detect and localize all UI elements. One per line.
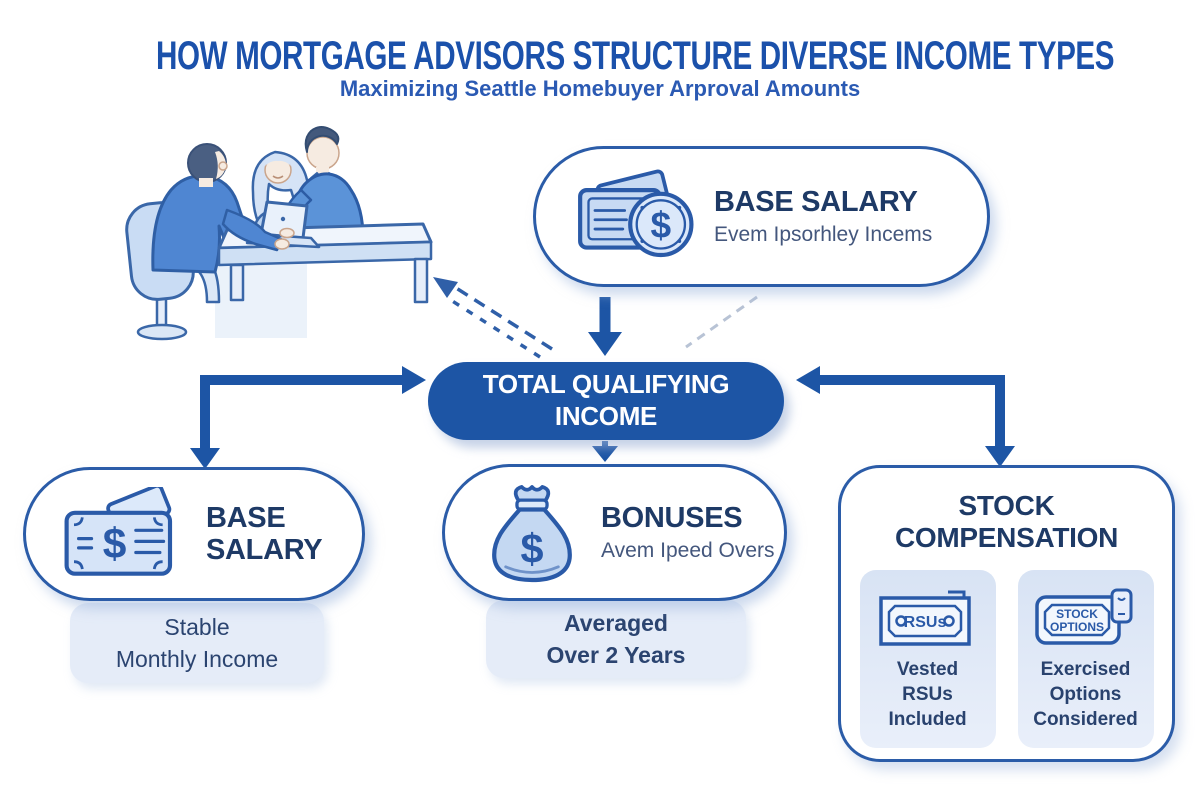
- bonuses-caption-line1: Averaged: [564, 609, 668, 636]
- bonuses-subtitle: Avem Ipeed Overs: [601, 538, 775, 562]
- rsu-caption-line3: Included: [888, 708, 967, 730]
- base-salary-title-line1: BASE: [206, 501, 286, 534]
- advisor-figure: [151, 143, 251, 274]
- options-caption-line1: Exercised: [1040, 659, 1131, 681]
- svg-text:OPTIONS: OPTIONS: [1049, 620, 1103, 634]
- center-line2: INCOME: [554, 401, 658, 431]
- rsu-caption-line2: RSUs: [902, 684, 953, 706]
- cash-stack-with-coin-icon: $: [578, 169, 694, 257]
- options-caption-line2: Options: [1049, 684, 1122, 706]
- stock-title-line1: STOCK: [958, 490, 1055, 521]
- node-base-salary: $ BASE SALARY: [23, 467, 365, 601]
- node-bonuses: $ BONUSES Avem Ipeed Overs: [442, 464, 787, 601]
- bonuses-title: BONUSES: [601, 502, 743, 535]
- options-card: STOCK OPTIONS Exercised Options Consider…: [1017, 570, 1154, 749]
- options-caption-line3: Considered: [1033, 708, 1138, 730]
- base-salary-caption-line1: Stable: [164, 613, 230, 640]
- page-title: HOW MORTGAGE ADVISORS STRUCTURE DIVERSE …: [156, 34, 1115, 78]
- node-total-qualifying-income: TOTAL QUALIFYING INCOME: [428, 362, 784, 440]
- top-down-arrow: [588, 297, 622, 356]
- svg-text:$: $: [651, 203, 672, 245]
- left-elbow-arrow: [190, 366, 426, 469]
- page-subtitle: Maximizing Seattle Homebuyer Arproval Am…: [339, 76, 861, 101]
- man-figure: [279, 126, 365, 240]
- advisor-arm: [221, 208, 290, 252]
- base-salary-caption-line2: Monthly Income: [115, 646, 279, 672]
- rsu-card: RSUs Vested RSUs Included: [859, 570, 996, 749]
- node-base-salary-top: $ BASE SALARY Evem Ipsorhley Incems: [533, 146, 990, 287]
- rsu-certificate-ticket-icon: RSUs: [878, 590, 971, 647]
- svg-text:STOCK: STOCK: [1056, 607, 1098, 621]
- man-hand: [279, 227, 295, 239]
- top-pill-title: BASE SALARY: [714, 186, 918, 219]
- stock-options-ticket-icon: STOCK OPTIONS: [1034, 588, 1132, 646]
- top-pill-subtitle: Evem Ipsorhley Incems: [714, 222, 933, 246]
- advisor-meeting-illustration: [125, 126, 433, 341]
- svg-text:$: $: [520, 526, 543, 572]
- dashed-arrow-to-illustration: [433, 277, 553, 359]
- stock-title-line2: COMPENSATION: [895, 522, 1118, 554]
- center-down-arrow: [592, 441, 618, 462]
- right-elbow-arrow: [796, 366, 1015, 467]
- svg-text:RSUs: RSUs: [903, 614, 946, 631]
- bonuses-caption: Averaged Over 2 Years: [486, 600, 746, 678]
- svg-text:$: $: [103, 520, 127, 567]
- banknote-icon: $: [64, 487, 173, 576]
- money-bag-icon: $: [492, 484, 572, 582]
- bonuses-caption-line2: Over 2 Years: [546, 642, 686, 668]
- center-line1: TOTAL QUALIFYING: [482, 369, 730, 400]
- node-stock-compensation: STOCK COMPENSATION RSUs Vested RSUs Incl…: [838, 465, 1175, 762]
- base-salary-title-line2: SALARY: [206, 534, 323, 566]
- base-salary-caption: Stable Monthly Income: [70, 603, 324, 683]
- rsu-caption-line1: Vested: [896, 659, 959, 681]
- faint-dashed-line: [685, 295, 758, 349]
